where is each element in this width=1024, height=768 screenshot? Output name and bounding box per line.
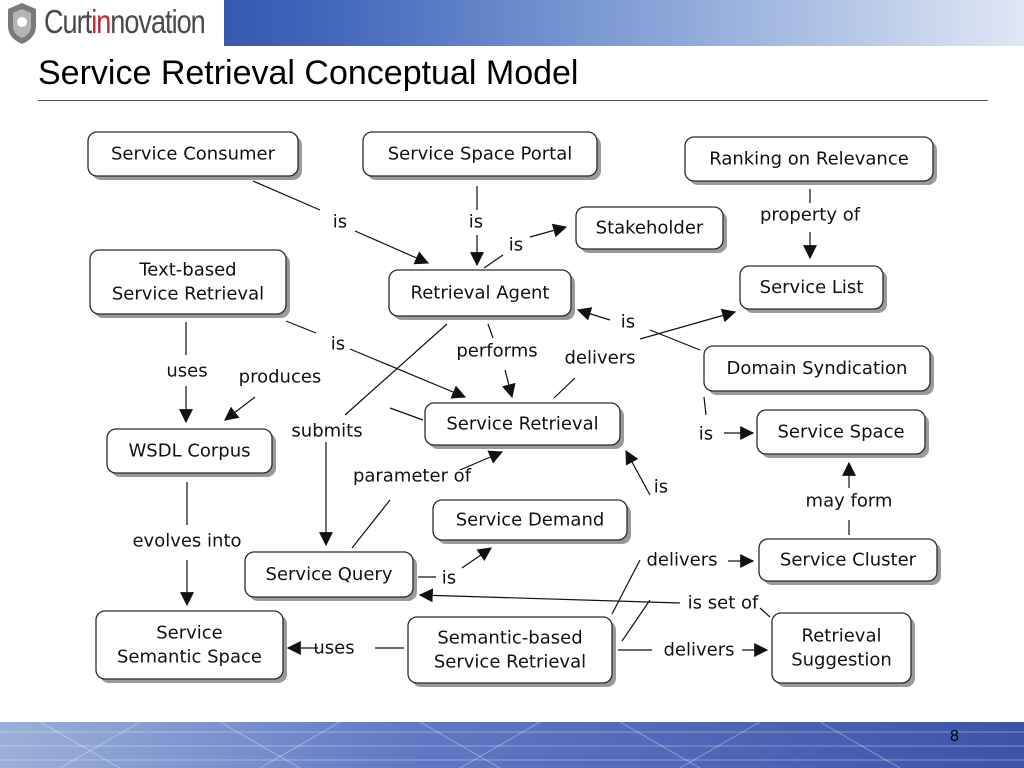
title-divider (38, 100, 988, 101)
edge-label: performs (456, 341, 537, 362)
node-label: Service Query (266, 564, 393, 585)
edge-label: is (509, 235, 523, 256)
node-domain-synd: Domain Syndication (703, 345, 934, 395)
page-title: Service Retrieval Conceptual Model (38, 54, 579, 92)
node-label: Ranking on Relevance (709, 149, 909, 170)
node-label: Service (156, 623, 223, 644)
node-service-list: Service List (739, 265, 887, 313)
edge-label: is (469, 212, 483, 233)
edge-label: is set of (688, 593, 759, 614)
node-demand: Service Demand (432, 499, 631, 544)
edge-semantic-based-to-retrieval (611, 449, 651, 615)
edge-retrieval-to-service-list (553, 308, 737, 399)
node-label: Semantic Space (117, 647, 262, 668)
edge-label: is (699, 424, 713, 445)
node-consumer: Service Consumer (87, 131, 302, 180)
edge-query-to-demand (418, 547, 492, 578)
edge-label: delivers (663, 640, 734, 661)
node-label: Service Retrieval (112, 284, 264, 305)
edge-label: is (331, 334, 345, 355)
node-agent: Retrieval Agent (388, 269, 575, 320)
edge-suggestion-to-query (418, 588, 771, 618)
edge-domain-synd-to-agent (576, 307, 701, 351)
node-label: Service Demand (456, 510, 605, 531)
edge-label: is (442, 568, 456, 589)
edge-label: is (621, 312, 635, 333)
page-number: 8 (950, 728, 959, 745)
edge-label: may form (806, 491, 893, 512)
edge-label: submits (291, 421, 362, 442)
node-retrieval: Service Retrieval (424, 402, 624, 449)
node-cluster: Service Cluster (758, 538, 941, 585)
edge-label: uses (313, 638, 354, 659)
edge-semantic-based-to-cluster (621, 554, 755, 642)
footer-band (0, 722, 1024, 768)
node-label: WSDL Corpus (128, 441, 250, 462)
node-label: Service Cluster (780, 550, 917, 571)
edge-label: uses (166, 361, 207, 382)
node-label: Service Space Portal (388, 144, 573, 165)
node-space: Service Space (756, 409, 929, 458)
node-label: Retrieval (802, 626, 882, 647)
concept-map: Service Consumer Service Space Portal Rank… (87, 131, 941, 687)
node-label: Text-based (138, 260, 236, 281)
edge-agent-to-stakeholder (483, 223, 568, 269)
edge-label: parameter of (353, 466, 472, 487)
node-query: Service Query (244, 551, 417, 601)
curtin-crest-icon (8, 3, 36, 44)
edge-label: property of (760, 205, 861, 226)
edge-label: produces (239, 367, 322, 388)
edge-agent-to-query (319, 323, 448, 547)
edge-query-to-retrieval (351, 450, 504, 549)
footer-pattern (0, 722, 1024, 768)
edge-retrieval-to-wsdl (224, 396, 424, 421)
edge-consumer-to-agent (252, 180, 430, 265)
node-label: Service List (760, 277, 864, 298)
node-label: Domain Syndication (727, 358, 908, 379)
node-label: Service Retrieval (434, 652, 586, 673)
node-ranking: Ranking on Relevance (684, 136, 937, 185)
node-label: Service Retrieval (446, 414, 598, 435)
edge-label: is (333, 212, 347, 233)
node-wsdl: WSDL Corpus (106, 428, 276, 477)
edge-agent-to-retrieval (487, 323, 516, 399)
logo: Curtinnovation (0, 0, 224, 46)
node-stakeholder: Stakeholder (575, 206, 727, 253)
node-label: Retrieval Agent (411, 283, 550, 304)
logo-wordmark: Curtinnovation (44, 3, 206, 40)
edge-label: delivers (646, 550, 717, 571)
edge-domain-synd-to-space (703, 396, 755, 440)
node-label: Service Space (777, 422, 904, 443)
node-label: Suggestion (791, 650, 892, 671)
edge-label: delivers (564, 348, 635, 369)
node-label: Service Consumer (111, 144, 276, 165)
edge-label: evolves into (132, 531, 241, 552)
edge-label: is (654, 477, 668, 498)
edge-text-based-to-retrieval (285, 320, 467, 399)
node-label: Stakeholder (596, 218, 704, 239)
node-portal: Service Space Portal (362, 131, 601, 180)
node-label: Semantic-based (437, 628, 582, 649)
